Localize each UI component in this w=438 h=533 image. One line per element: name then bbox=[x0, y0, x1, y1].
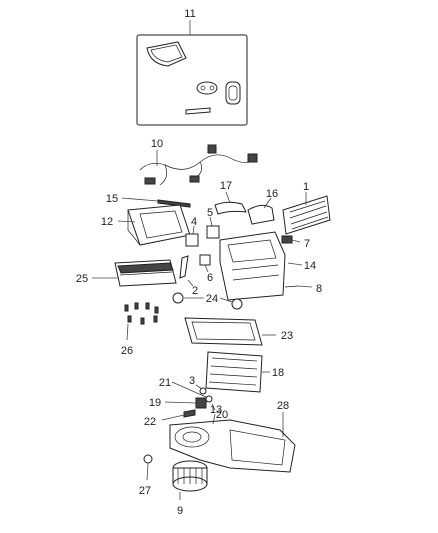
kit-gasket bbox=[225, 81, 241, 105]
part-19-expansion-valve bbox=[195, 397, 207, 409]
part-21-o-ring bbox=[205, 395, 213, 403]
callout-1: 1 bbox=[303, 181, 309, 193]
part-26-clips bbox=[124, 302, 159, 325]
part-4-actuator bbox=[185, 233, 199, 247]
part-13-blower-housing bbox=[169, 419, 296, 473]
callout-16: 16 bbox=[266, 188, 278, 200]
part-8-screw bbox=[284, 285, 299, 288]
callout-28: 28 bbox=[277, 400, 289, 412]
callout-5: 5 bbox=[207, 207, 213, 219]
callout-23: 23 bbox=[281, 330, 293, 342]
part-2-link bbox=[179, 255, 189, 279]
part-7-sensor bbox=[281, 235, 293, 244]
callout-25: 25 bbox=[76, 273, 88, 285]
callout-4: 4 bbox=[191, 216, 197, 228]
part-14-hvac-case bbox=[219, 231, 286, 301]
callout-7: 7 bbox=[304, 238, 310, 250]
part-6-actuator bbox=[199, 254, 211, 266]
part-27-resistor bbox=[143, 454, 153, 464]
callout-11: 11 bbox=[184, 8, 195, 20]
callout-13: 13 bbox=[210, 404, 222, 416]
callout-18: 18 bbox=[272, 367, 284, 379]
callout-26: 26 bbox=[121, 345, 133, 357]
part-24-grommet-a bbox=[172, 292, 184, 304]
callout-21: 21 bbox=[159, 377, 171, 389]
part-22-seal bbox=[183, 409, 196, 418]
callout-14: 14 bbox=[304, 260, 316, 272]
part-11-seal-kit bbox=[136, 34, 248, 126]
kit-seal-ring bbox=[146, 41, 187, 67]
part-17-duct bbox=[214, 201, 247, 215]
callout-20: 20 bbox=[216, 409, 228, 421]
callout-3: 3 bbox=[189, 375, 195, 387]
callout-2: 2 bbox=[192, 285, 198, 297]
part-25-cabin-filter bbox=[114, 259, 177, 287]
callout-27: 27 bbox=[139, 485, 151, 497]
callout-9: 9 bbox=[177, 505, 183, 517]
part-23-evaporator-seal bbox=[184, 317, 263, 346]
part-1-heater-core bbox=[282, 195, 331, 235]
callout-24: 24 bbox=[206, 293, 218, 305]
part-18-evaporator-core bbox=[205, 351, 263, 393]
callout-10: 10 bbox=[151, 138, 163, 150]
callout-15: 15 bbox=[106, 193, 118, 205]
callout-19: 19 bbox=[149, 397, 161, 409]
kit-clip bbox=[185, 107, 211, 115]
callout-22: 22 bbox=[144, 416, 156, 428]
part-15-seal-strip bbox=[157, 199, 191, 208]
part-16-outlet bbox=[247, 204, 275, 225]
part-12-filter-housing bbox=[127, 204, 191, 246]
part-24-grommet-b bbox=[231, 298, 243, 310]
callout-6: 6 bbox=[207, 272, 213, 284]
part-3-o-ring bbox=[199, 387, 207, 395]
part-5-actuator bbox=[206, 225, 220, 239]
part-10-wiring-harness bbox=[139, 144, 258, 186]
callout-17: 17 bbox=[220, 180, 232, 192]
part-9-blower-motor bbox=[172, 460, 208, 492]
callout-8: 8 bbox=[316, 283, 322, 295]
callout-12: 12 bbox=[101, 216, 113, 228]
kit-grommet bbox=[196, 81, 218, 95]
